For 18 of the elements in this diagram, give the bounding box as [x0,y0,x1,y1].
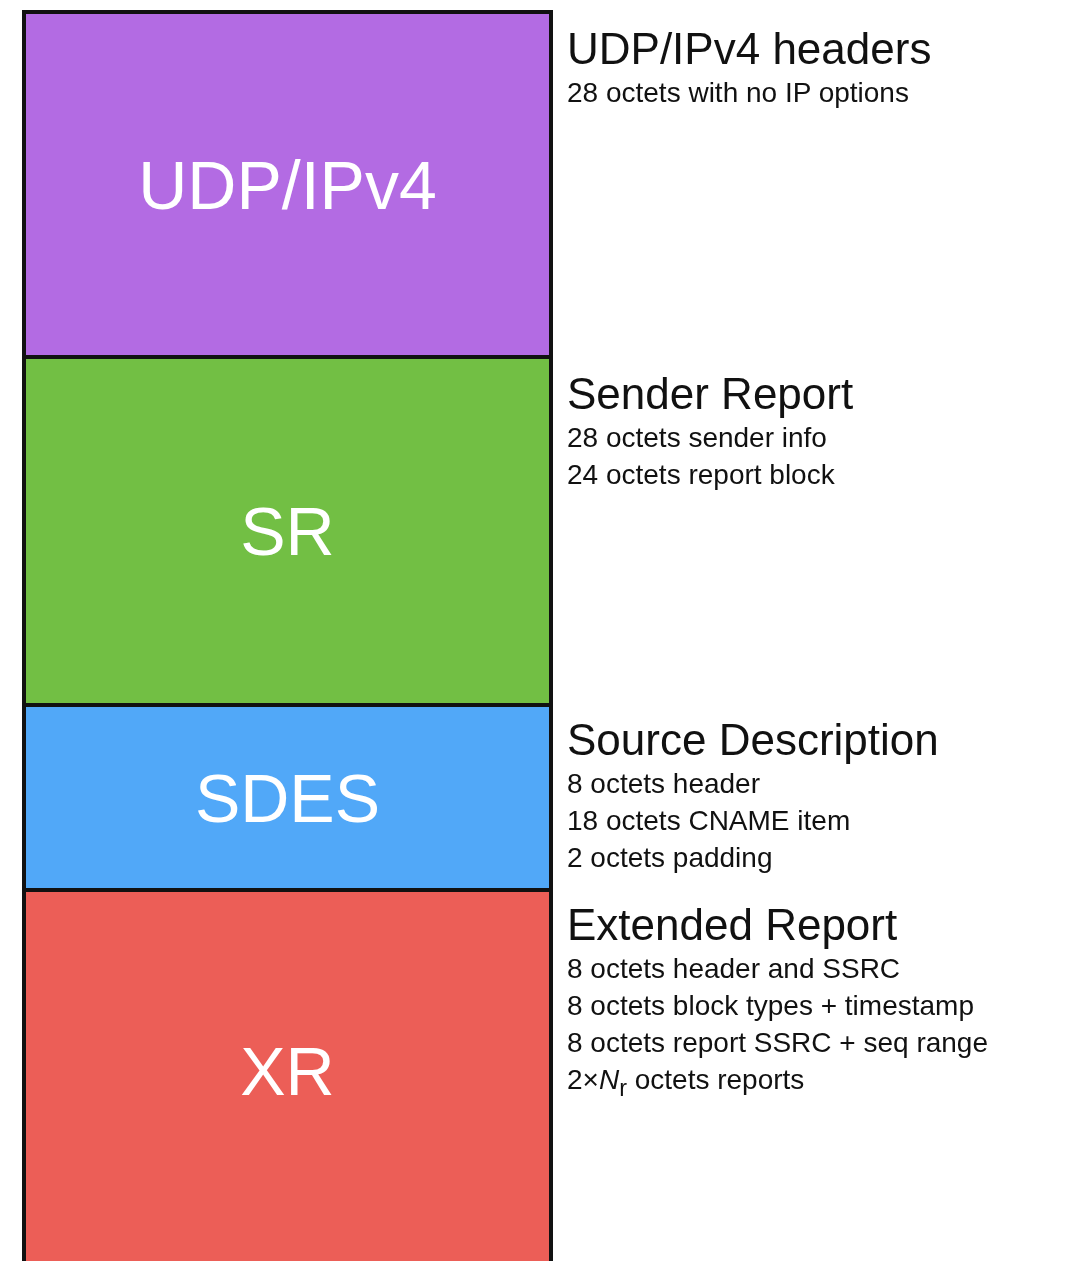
segment-heading: Extended Report [567,900,899,950]
segment-label: XR [240,1032,335,1110]
segment-detail: 8 octets report SSRC + seq range [567,1026,989,1060]
segment-detail: 2×N$_{r}$ octets reports [567,1063,806,1103]
segment-detail: 18 octets CNAME item [567,804,852,838]
segment-heading: Source Description [567,715,940,765]
segment-heading: UDP/IPv4 headers [567,24,933,74]
segment-detail: 28 octets with no IP options [567,76,910,110]
segment-detail: 8 octets header and SSRC [567,952,902,986]
segment-heading: Sender Report [567,369,855,419]
segment-label: UDP/IPv4 [138,145,437,224]
segment-detail: 28 octets sender info [567,421,828,455]
segment-label: SR [240,492,335,570]
segment-detail: 24 octets report block [567,458,836,492]
segment-detail: 8 octets header [567,767,762,801]
segment-detail: 2 octets padding [567,841,774,875]
segment-label: SDES [194,758,381,837]
segment-detail: 8 octets block types + timestamp [567,989,975,1023]
